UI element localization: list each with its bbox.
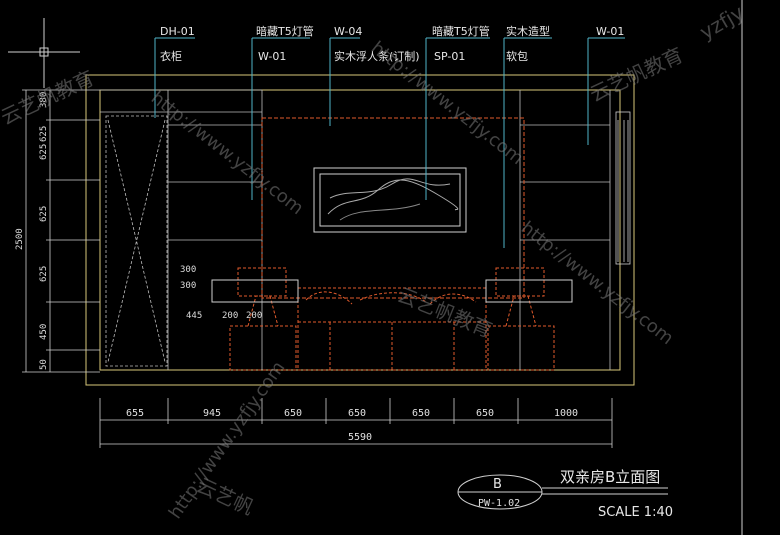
callout-code-1: DH-01 bbox=[160, 25, 195, 38]
callout-desc-2: W-01 bbox=[258, 50, 286, 63]
drawing-title: 双亲房B立面图 bbox=[560, 468, 660, 486]
dim-bottom-6: 650 bbox=[476, 408, 494, 419]
callout-leaders bbox=[154, 37, 625, 248]
dim-left-6: 450 bbox=[39, 324, 49, 340]
dim-left-7: 50 bbox=[39, 359, 49, 370]
title-block: B PW-1.02 双亲房B立面图 SCALE 1:40 bbox=[457, 468, 673, 520]
dim-bottom-1: 655 bbox=[126, 408, 144, 419]
callout-code-5: 实木造型 bbox=[506, 24, 550, 38]
dim-bottom-3: 650 bbox=[284, 408, 302, 419]
ucs-crosshair-icon bbox=[8, 18, 80, 88]
watermark-9: http://www.yzfjy.com bbox=[517, 217, 677, 349]
dim-small-5: 200 bbox=[246, 311, 262, 321]
dimension-chain-bottom bbox=[99, 398, 613, 448]
bed-elevation bbox=[297, 287, 487, 371]
dim-left-total: 2500 bbox=[15, 228, 25, 250]
dim-bottom-4: 650 bbox=[348, 408, 366, 419]
wall-ledge bbox=[211, 279, 573, 303]
callout-code-2: 暗藏T5灯管 bbox=[256, 24, 314, 38]
dim-left-5: 625 bbox=[39, 126, 49, 142]
callout-desc-4: SP-01 bbox=[434, 50, 465, 63]
nightstands bbox=[229, 267, 555, 371]
headboard-zone bbox=[261, 117, 525, 299]
dim-small-2: 300 bbox=[180, 281, 196, 291]
callout-code-4: 暗藏T5灯管 bbox=[432, 24, 490, 38]
small-dimensions: 300 300 445 200 200 bbox=[180, 265, 262, 321]
dim-left-1: 380 bbox=[39, 92, 49, 108]
callout-labels: DH-01 衣柜 暗藏T5灯管 W-01 W-04 实木浮人条(订制) 暗藏T5… bbox=[160, 24, 624, 63]
dim-bottom-7: 1000 bbox=[554, 408, 578, 419]
callout-desc-1: 衣柜 bbox=[160, 49, 182, 63]
watermark-7: yzfjy bbox=[696, 0, 749, 44]
art-panel bbox=[313, 167, 467, 233]
dim-bottom-5: 650 bbox=[412, 408, 430, 419]
watermark-8: 云艺帆 bbox=[193, 473, 258, 520]
dim-left-3: 625 bbox=[39, 206, 49, 222]
watermarks: 云艺帆教育 http://www.yzfjy.com 云艺帆教育 http://… bbox=[0, 0, 748, 523]
callout-code-3: W-04 bbox=[334, 25, 362, 38]
dim-small-1: 300 bbox=[180, 265, 196, 275]
dim-small-4: 200 bbox=[222, 311, 238, 321]
dim-left-4: 625 bbox=[39, 266, 49, 282]
callout-desc-5: 软包 bbox=[506, 49, 528, 63]
dim-bottom-2: 945 bbox=[203, 408, 221, 419]
dim-small-3: 445 bbox=[186, 311, 202, 321]
dim-total: 5590 bbox=[348, 432, 372, 443]
drawing-scale: SCALE 1:40 bbox=[598, 505, 673, 520]
dim-left-2: 625 bbox=[39, 144, 49, 160]
callout-desc-3: 实木浮人条(订制) bbox=[334, 49, 420, 63]
dimension-labels-bottom: 655 945 650 650 650 650 1000 5590 bbox=[126, 408, 578, 443]
watermark-2: http://www.yzfjy.com bbox=[147, 87, 307, 219]
dimension-chain-left bbox=[22, 89, 100, 373]
callout-code-6: W-01 bbox=[596, 25, 624, 38]
curtain-right bbox=[615, 111, 631, 265]
sheet-badge-letter: B bbox=[493, 477, 502, 492]
watermark-5: 云艺帆教育 bbox=[394, 282, 496, 342]
dimension-labels-left: 380 625 625 625 625 450 50 2500 bbox=[15, 92, 49, 370]
wardrobe-elevation bbox=[105, 115, 168, 367]
sheet-badge-number: PW-1.02 bbox=[478, 498, 520, 509]
